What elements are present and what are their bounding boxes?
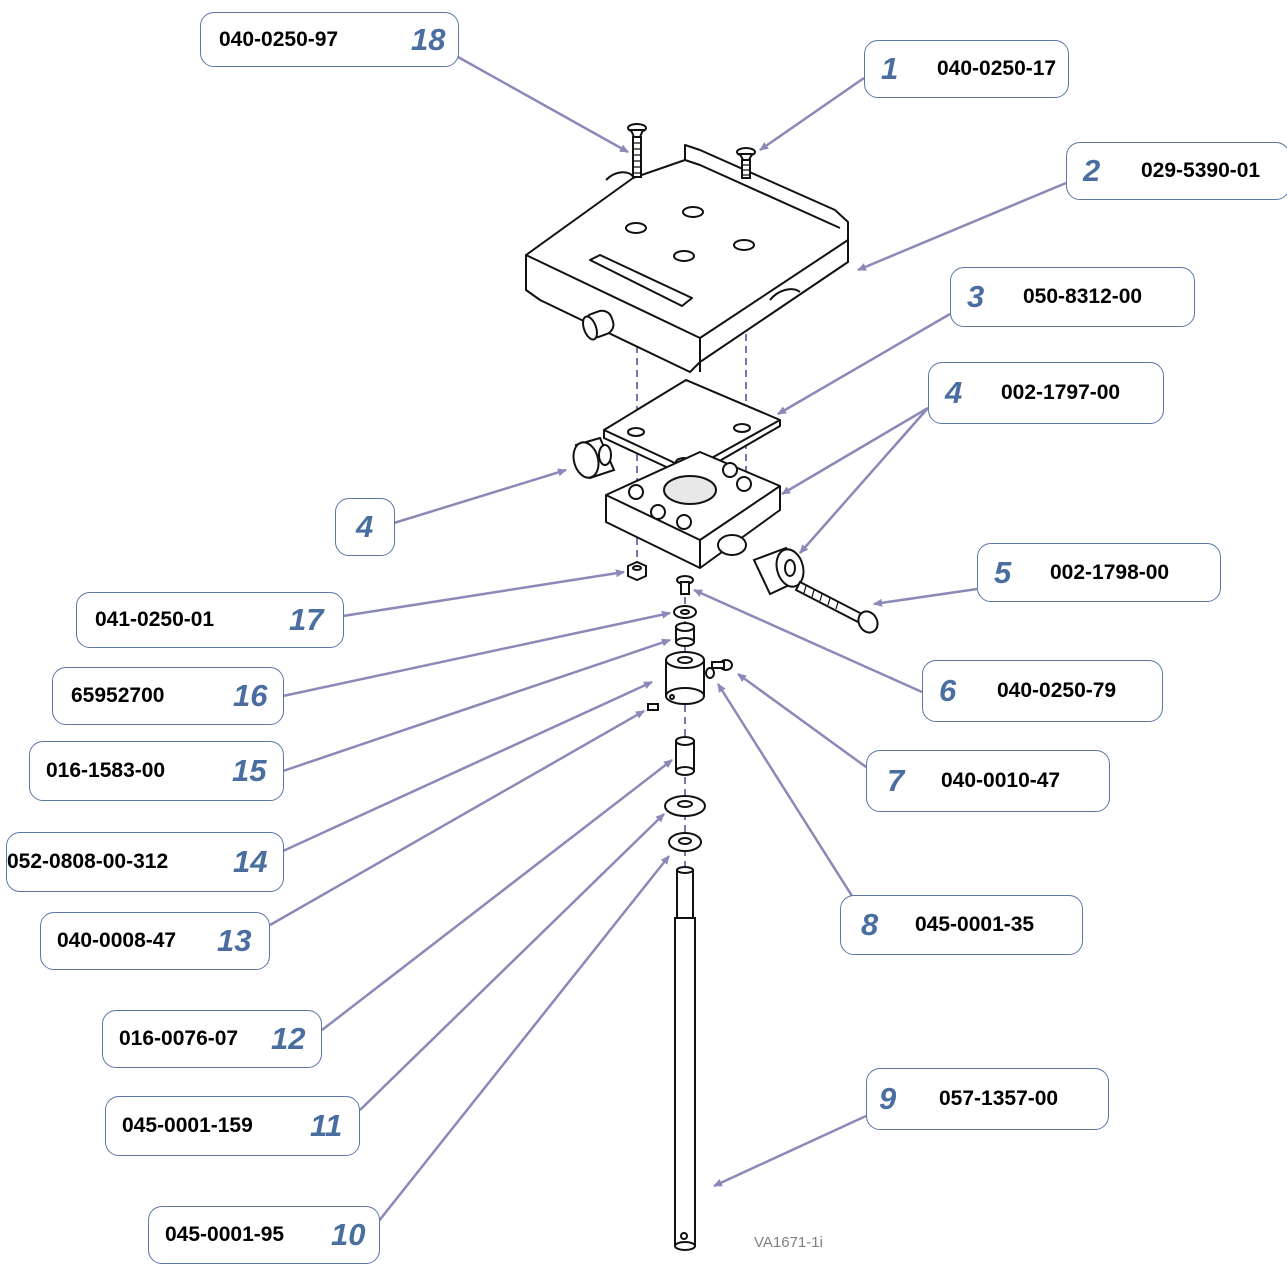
leader-1: [759, 76, 865, 152]
callout-12: 016-0076-07 12: [102, 1010, 322, 1068]
callout-6: 6 040-0250-79: [922, 660, 1163, 722]
callout-number: 10: [331, 1217, 366, 1252]
leader-8: [716, 683, 854, 897]
left-knob-part: [572, 436, 616, 480]
callout-number: 17: [289, 602, 324, 637]
sleeve-part: [675, 736, 695, 776]
part-number: 040-0010-47: [941, 769, 1061, 792]
part-number: 016-0076-07: [119, 1027, 239, 1050]
callout-number: 16: [233, 678, 268, 713]
part-number: 040-0250-97: [219, 27, 339, 51]
washer-10-part: [668, 832, 702, 852]
callout-17: 041-0250-01 17: [76, 592, 344, 648]
callout-18: 040-0250-97 18: [200, 12, 459, 67]
callout-number: 6: [939, 673, 957, 708]
callout-10: 045-0001-95 10: [148, 1206, 380, 1264]
callout-number: 4: [356, 509, 374, 544]
callout-number: 4: [945, 375, 963, 410]
callout-2: 2 029-5390-01: [1066, 142, 1287, 200]
part-number: 057-1357-00: [939, 1087, 1059, 1110]
leader-lines: [269, 55, 1067, 1223]
callout-number: 1: [881, 51, 899, 86]
callout-9: 9 057-1357-00: [866, 1068, 1109, 1130]
tray-holder-part: [525, 144, 849, 373]
part-number: 050-8312-00: [1023, 285, 1143, 308]
callout-number: 3: [967, 279, 985, 314]
leader-18: [457, 55, 629, 154]
right-knob-part: [752, 546, 805, 596]
callout-number: 18: [411, 21, 446, 57]
leader-15: [282, 638, 671, 773]
washer-11-part: [664, 795, 706, 817]
callout-7: 7 040-0010-47: [866, 750, 1110, 812]
leader-7: [737, 672, 867, 769]
leader-12: [321, 759, 673, 1031]
part-number: 016-1583-00: [46, 759, 166, 782]
callout-1: 1 040-0250-17: [864, 40, 1069, 98]
small-screw-part: [676, 575, 694, 595]
drawing-id-label: VA1671-1i: [754, 1234, 823, 1251]
callout-4: 4 002-1797-00: [928, 362, 1164, 424]
leader-13: [269, 709, 645, 927]
collar-part: [665, 651, 705, 705]
callout-14: 052-0808-00-312 14: [6, 832, 284, 892]
callout-16: 65952700 16: [52, 667, 284, 725]
washer-16-part: [673, 605, 697, 619]
leader-4b: [799, 407, 929, 554]
leader-14: [282, 680, 653, 853]
leader-9: [713, 1114, 867, 1188]
callout-4-left: 4: [335, 498, 395, 556]
part-number: 002-1798-00: [1050, 560, 1170, 584]
spacer-15-part: [675, 622, 695, 647]
leader-5: [873, 587, 978, 607]
callout-number: 2: [1083, 153, 1101, 188]
callout-5: 5 002-1798-00: [977, 543, 1221, 602]
leader-4c: [393, 468, 567, 525]
callout-number: 14: [233, 844, 268, 879]
callout-3: 3 050-8312-00: [950, 267, 1195, 327]
callout-11: 045-0001-159 11: [105, 1096, 360, 1156]
part-number: 045-0001-35: [915, 913, 1035, 936]
leader-10: [377, 855, 670, 1223]
part-number: 041-0250-01: [95, 608, 215, 631]
part-number: 029-5390-01: [1141, 159, 1261, 182]
callout-15: 016-1583-00 15: [29, 741, 284, 801]
callout-number: 7: [887, 763, 905, 798]
screw-7-part: [711, 659, 733, 671]
leader-11: [359, 813, 665, 1111]
callout-number: 15: [232, 753, 267, 788]
callout-number: 8: [861, 907, 879, 942]
short-screw-part: [736, 147, 756, 179]
leader-2: [857, 181, 1067, 272]
leader-6: [693, 588, 923, 694]
part-number: 040-0250-79: [997, 679, 1117, 702]
part-number: 65952700: [71, 684, 165, 707]
part-number: 045-0001-95: [165, 1223, 285, 1246]
callout-8: 8 045-0001-35: [840, 895, 1083, 955]
leader-4a: [781, 406, 929, 496]
nut-part: [627, 560, 647, 582]
base-block-part: [605, 451, 781, 569]
callout-number: 13: [217, 923, 252, 958]
leader-3: [777, 312, 951, 416]
part-number: 052-0808-00-312: [7, 850, 169, 873]
part-number: 040-0008-47: [57, 929, 177, 952]
setscrew-13-part: [647, 703, 659, 711]
callout-number: 12: [271, 1021, 306, 1056]
callout-13: 040-0008-47 13: [40, 912, 270, 970]
callout-number: 9: [879, 1081, 897, 1116]
shaft-part: [674, 866, 696, 1251]
part-number: 045-0001-159: [122, 1114, 253, 1137]
long-top-screw-part: [627, 123, 647, 178]
long-screw-part: [794, 580, 879, 634]
leader-16: [282, 610, 671, 698]
callout-number: 5: [994, 554, 1012, 590]
callout-number: 11: [310, 1108, 343, 1143]
leader-17: [342, 569, 625, 618]
washer-8-part: [705, 667, 715, 679]
part-number: 040-0250-17: [937, 57, 1057, 80]
part-number: 002-1797-00: [1001, 381, 1121, 404]
